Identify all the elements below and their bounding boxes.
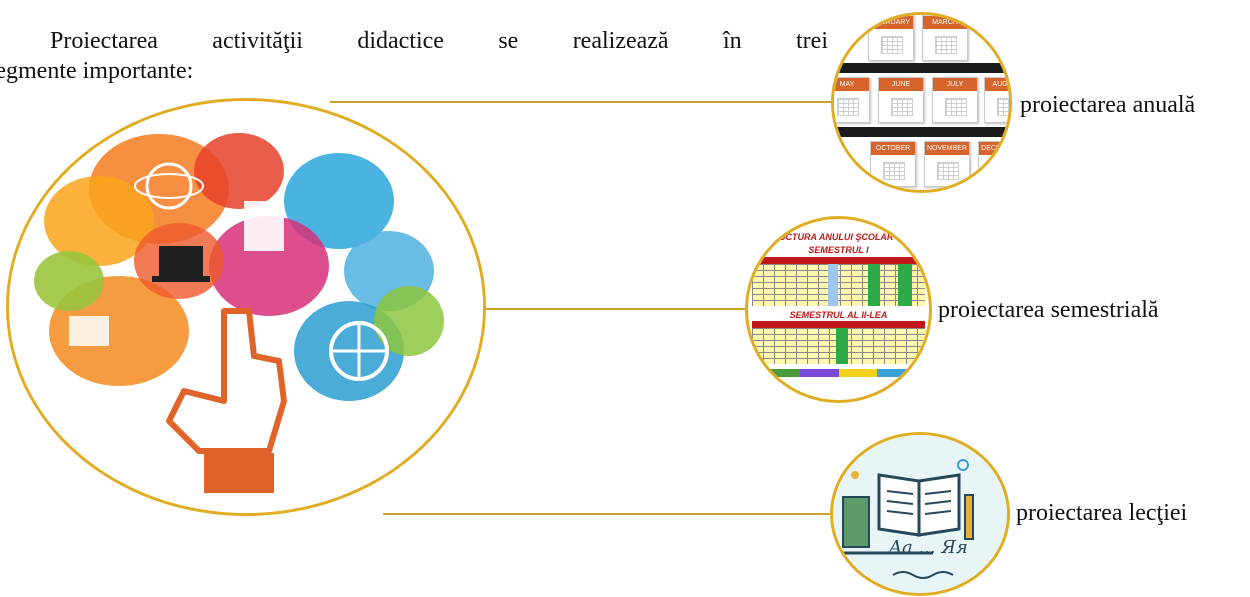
label-semester-planning: proiectarea semestrială bbox=[938, 297, 1159, 323]
lesson-planning-image: Aa ... Яя bbox=[830, 432, 1010, 596]
annual-calendar-image: FEBRUARY MARCH MAY JUNE JULY AUGUST OCTO… bbox=[831, 12, 1012, 193]
semester-1-title: SEMESTRUL I bbox=[808, 245, 869, 255]
intro-line-1: Proiectarea activităţii didactice se rea… bbox=[50, 28, 828, 54]
month-label: AUGUST bbox=[985, 78, 1009, 91]
intro-text: Proiectarea activităţii didactice se rea… bbox=[0, 26, 828, 86]
calendar-sheet: DECEMBER bbox=[978, 141, 1009, 187]
month-label: MAY bbox=[834, 78, 869, 91]
calendar-sheet: MAY bbox=[834, 77, 870, 123]
connector-line-lesson bbox=[383, 513, 831, 515]
month-label: OCTOBER bbox=[871, 142, 915, 155]
alphabet-script-text: Aa ... Яя bbox=[889, 537, 968, 558]
school-year-title: STRUCTURA ANULUI ŞCOLAR 2019 bbox=[761, 232, 916, 242]
month-label: JULY bbox=[933, 78, 977, 91]
label-annual-planning: proiectarea anuală bbox=[1020, 92, 1196, 118]
connector-line-semester bbox=[470, 308, 748, 310]
month-label: DECEMBER bbox=[979, 142, 1009, 155]
calendar-sheet: MARCH bbox=[922, 15, 968, 61]
month-label: FEBRUARY bbox=[869, 16, 913, 29]
month-label: NOVEMBER bbox=[925, 142, 969, 155]
open-book-icon bbox=[842, 459, 974, 579]
calendar-sheet: AUGUST bbox=[984, 77, 1009, 123]
month-label: MARCH bbox=[923, 16, 967, 29]
label-lesson-planning: proiectarea lecţiei bbox=[1016, 500, 1188, 526]
semester-2-title: SEMESTRUL AL II-LEA bbox=[789, 310, 888, 320]
digital-education-illustration bbox=[6, 98, 486, 516]
intro-line-2: segmente importante: bbox=[0, 58, 194, 84]
calendar-sheet: JULY bbox=[932, 77, 978, 123]
semester-calendar-image: STRUCTURA ANULUI ŞCOLAR 2019 SEMESTRUL I… bbox=[745, 216, 932, 403]
calendar-sheet: NOVEMBER bbox=[924, 141, 970, 187]
education-icons-graphic bbox=[9, 101, 483, 513]
calendar-sheet: FEBRUARY bbox=[868, 15, 914, 61]
calendar-sheet: OCTOBER bbox=[870, 141, 916, 187]
month-label: JUNE bbox=[879, 78, 923, 91]
connector-line-annual bbox=[330, 101, 834, 103]
calendar-sheet: JUNE bbox=[878, 77, 924, 123]
